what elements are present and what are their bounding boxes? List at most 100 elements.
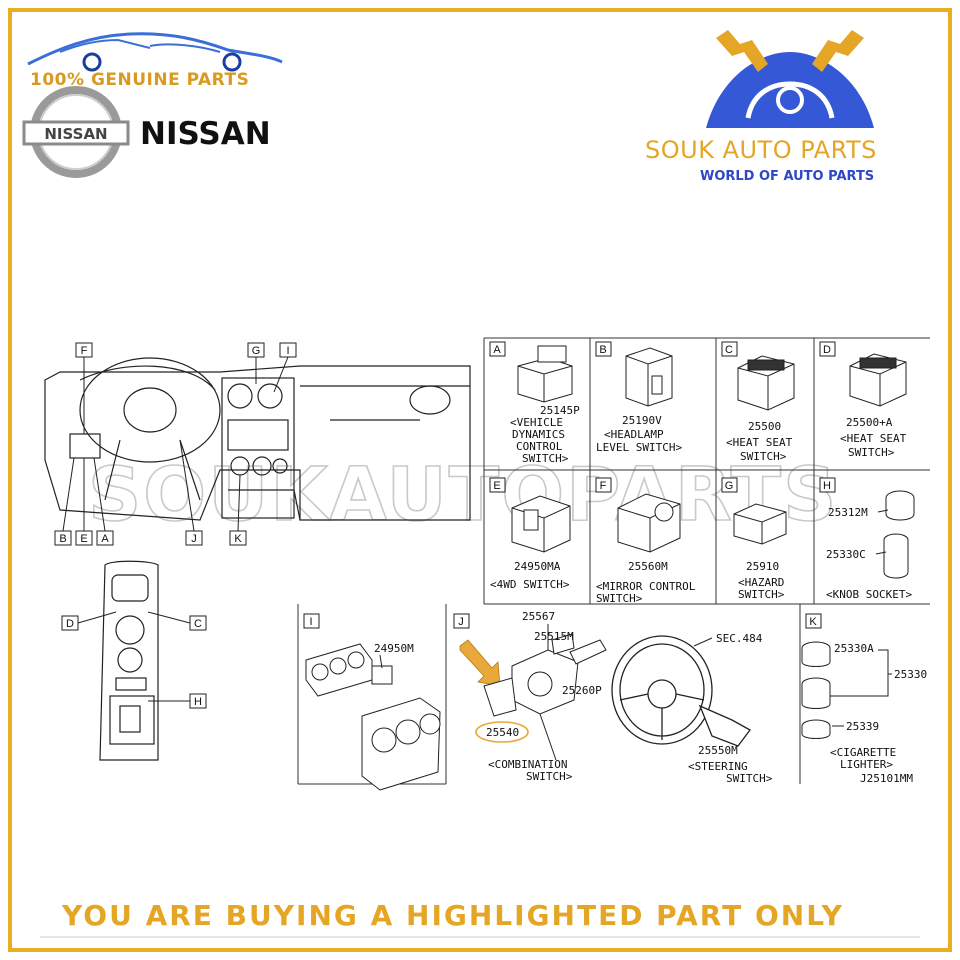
marker-G: G (247, 342, 265, 384)
svg-text:J: J (191, 533, 197, 545)
shop-name: SOUK AUTO PARTS (645, 136, 877, 164)
svg-text:SWITCH>: SWITCH> (522, 452, 569, 465)
svg-text:B: B (599, 344, 606, 356)
shop-tagline: WORLD OF AUTO PARTS (700, 169, 875, 184)
svg-text:<HAZARD: <HAZARD (738, 576, 784, 589)
svg-text:CONTROL: CONTROL (516, 440, 563, 453)
svg-text:<CIGARETTE: <CIGARETTE (830, 746, 896, 759)
svg-text:DYNAMICS: DYNAMICS (512, 428, 565, 441)
svg-text:25190V: 25190V (622, 414, 662, 427)
svg-text:<4WD SWITCH>: <4WD SWITCH> (490, 578, 570, 591)
svg-text:25515M: 25515M (534, 630, 574, 643)
svg-text:<KNOB SOCKET>: <KNOB SOCKET> (826, 588, 912, 601)
svg-text:24950MA: 24950MA (514, 560, 561, 573)
svg-text:25260P: 25260P (562, 684, 602, 697)
svg-text:B: B (59, 533, 66, 545)
panel-grid (297, 337, 930, 785)
svg-text:24950M: 24950M (374, 642, 414, 655)
svg-text:C: C (725, 344, 733, 356)
marker-K: K (229, 474, 247, 546)
svg-text:J25101MM: J25101MM (860, 772, 913, 785)
marker-J: J (179, 439, 203, 546)
highlight-arrow-icon (459, 639, 501, 687)
center-console-overview (99, 560, 159, 761)
marker-A: A (93, 457, 114, 546)
watermark-text: SOUKAUTOPARTS (88, 452, 838, 538)
brand-name: NISSAN (140, 116, 271, 152)
svg-text:LEVEL SWITCH>: LEVEL SWITCH> (596, 441, 682, 454)
svg-text:G: G (725, 480, 734, 492)
panel-E: E 24950MA <4WD SWITCH> (489, 477, 571, 591)
marker-I: I (273, 342, 297, 393)
svg-text:<HEAT SEAT: <HEAT SEAT (726, 436, 793, 449)
svg-text:<HEADLAMP: <HEADLAMP (604, 428, 664, 441)
svg-text:K: K (809, 616, 817, 628)
svg-text:F: F (81, 345, 88, 357)
car-logo-icon (27, 32, 283, 72)
panel-B: B 25190V <HEADLAMP LEVEL SWITCH> (595, 341, 682, 454)
svg-text:<STEERING: <STEERING (688, 760, 748, 773)
svg-text:25312M: 25312M (828, 506, 868, 519)
svg-text:25145P: 25145P (540, 404, 580, 417)
svg-text:H: H (194, 696, 202, 708)
marker-E: E (75, 458, 93, 546)
svg-text:<COMBINATION: <COMBINATION (488, 758, 567, 771)
svg-text:SWITCH>: SWITCH> (848, 446, 895, 459)
footer-divider (40, 936, 920, 938)
panel-K: K 25330A 25330 25339 <CIGARETTE LIGHTER>… (801, 613, 927, 785)
highlight-ring (475, 721, 529, 743)
svg-text:A: A (101, 533, 109, 545)
svg-text:H: H (823, 480, 831, 492)
svg-text:25910: 25910 (746, 560, 779, 573)
svg-text:D: D (66, 618, 74, 630)
svg-text:SEC.484: SEC.484 (716, 632, 763, 645)
dashboard-overview (44, 357, 471, 521)
svg-text:25550M: 25550M (698, 744, 738, 757)
marker-C: C (147, 611, 207, 631)
svg-text:25330A: 25330A (834, 642, 874, 655)
overview-markers: F G I B E A J K D C H (54, 342, 297, 709)
svg-text:LIGHTER>: LIGHTER> (840, 758, 893, 771)
svg-text:25500: 25500 (748, 420, 781, 433)
footer-notice: YOU ARE BUYING A HIGHLIGHTED PART ONLY (62, 899, 844, 932)
svg-text:D: D (823, 344, 831, 356)
svg-text:A: A (493, 344, 501, 356)
svg-text:SWITCH>: SWITCH> (740, 450, 787, 463)
svg-text:I: I (286, 345, 289, 357)
panel-H: H 25312M 25330C <KNOB SOCKET> (819, 477, 915, 601)
panel-G: G 25910 <HAZARD SWITCH> (721, 477, 787, 601)
svg-text:25330: 25330 (894, 668, 927, 681)
marker-H: H (148, 693, 207, 709)
svg-text:E: E (80, 533, 87, 545)
svg-text:<VEHICLE: <VEHICLE (510, 416, 563, 429)
svg-text:G: G (252, 345, 261, 357)
page-frame (8, 8, 952, 952)
nissan-emblem-icon: NISSAN (22, 86, 130, 178)
panel-C: C 25500 <HEAT SEAT SWITCH> (721, 341, 795, 463)
panel-F: F 25560M <MIRROR CONTROL SWITCH> (595, 477, 696, 605)
svg-text:25560M: 25560M (628, 560, 668, 573)
genuine-parts-label: 100% GENUINE PARTS (30, 70, 250, 90)
svg-text:<HEAT SEAT: <HEAT SEAT (840, 432, 907, 445)
svg-text:C: C (194, 618, 202, 630)
svg-text:SWITCH>: SWITCH> (738, 588, 785, 601)
svg-text:SWITCH>: SWITCH> (526, 770, 573, 783)
svg-text:SWITCH>: SWITCH> (726, 772, 773, 785)
svg-text:K: K (234, 533, 242, 545)
svg-text:25500+A: 25500+A (846, 416, 893, 429)
svg-text:E: E (493, 480, 500, 492)
marker-F: F (75, 342, 93, 434)
marker-B: B (54, 457, 75, 546)
highlighted-part-number: 25540 (486, 726, 519, 739)
svg-text:NISSAN: NISSAN (44, 125, 107, 143)
panel-J: J 25567 25515M 25260P 25540 <COMBINATION… (453, 610, 773, 785)
svg-text:25339: 25339 (846, 720, 879, 733)
svg-text:25330C: 25330C (826, 548, 866, 561)
svg-text:I: I (309, 616, 312, 628)
panel-D: D 25500+A <HEAT SEAT SWITCH> (819, 341, 907, 459)
marker-D: D (61, 611, 117, 631)
panel-A: A 25145P <VEHICLE DYNAMICS CONTROL SWITC… (489, 341, 580, 465)
svg-text:SWITCH>: SWITCH> (596, 592, 643, 605)
svg-text:25567: 25567 (522, 610, 555, 623)
